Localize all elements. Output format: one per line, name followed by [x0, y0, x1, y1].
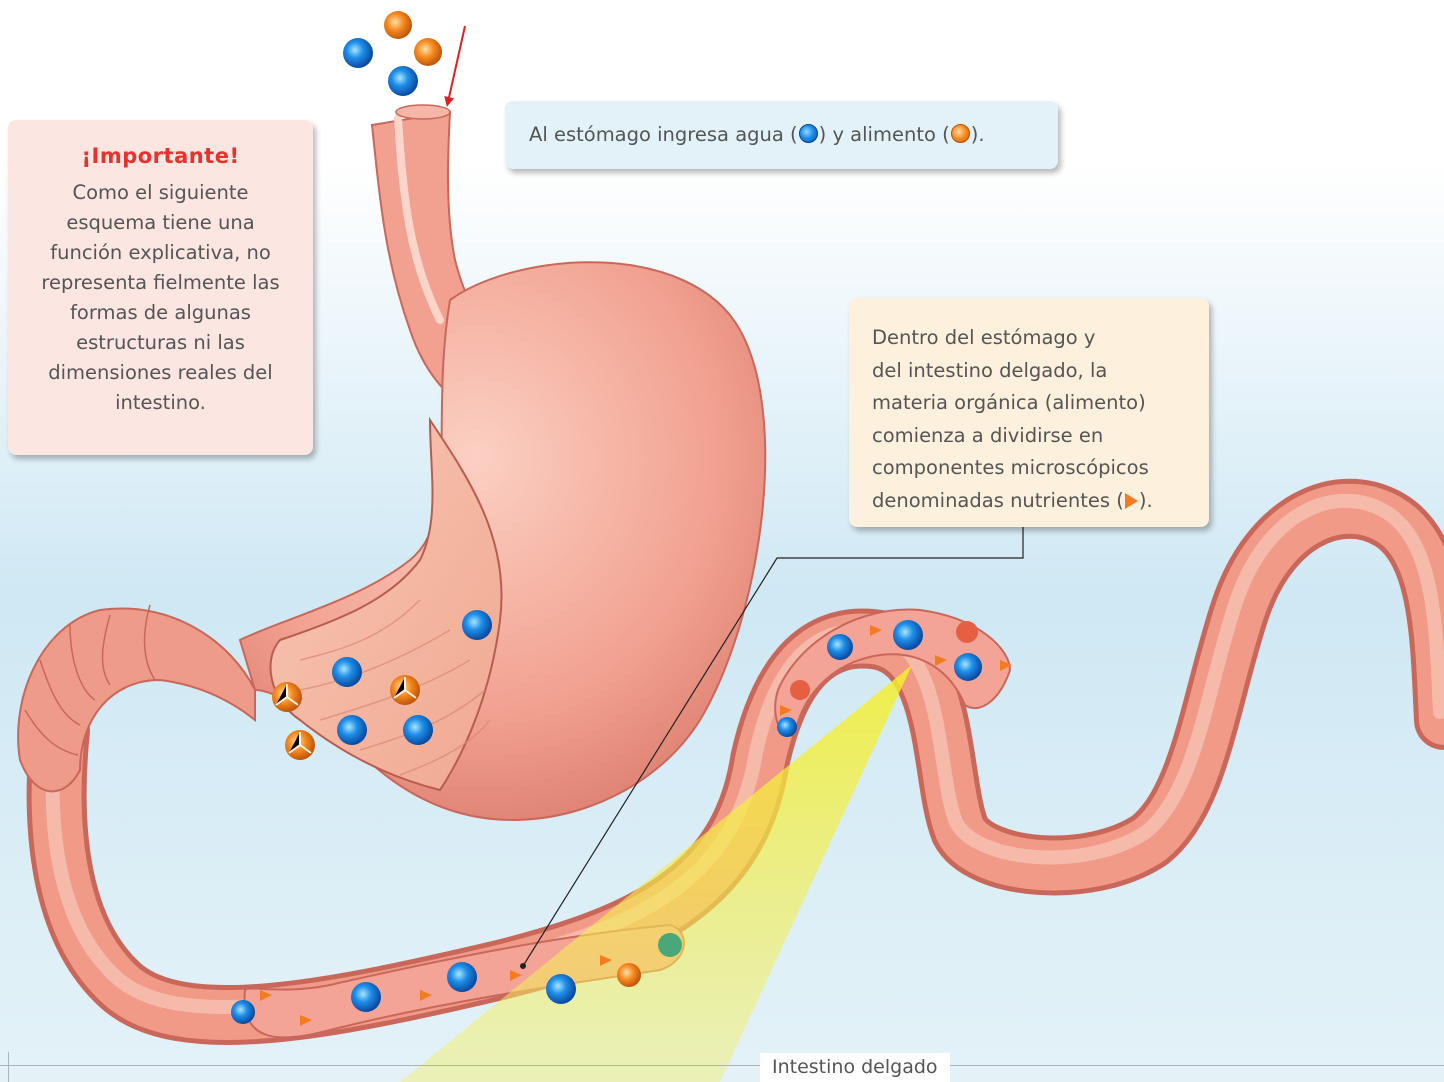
important-note: ¡Importante! Como el siguiente esquema t…	[8, 120, 313, 455]
important-title: ¡Importante!	[8, 144, 313, 168]
nutrients-line: materia orgánica (alimento)	[872, 387, 1153, 420]
nutrients-callout: Dentro del estómago y del intestino delg…	[849, 298, 1209, 527]
stomach	[240, 262, 765, 820]
nutrients-line: denominadas nutrientes (	[872, 489, 1124, 512]
nutrients-line: componentes microscópicos	[872, 452, 1153, 485]
nutrients-line: del intestino delgado, la	[872, 355, 1153, 388]
nutrients-text: Dentro del estómago y del intestino delg…	[872, 322, 1153, 517]
water-food-text: Al estómago ingresa agua ( ) y alimento (…	[529, 123, 985, 146]
entry-arrow	[448, 26, 465, 102]
intestine-label: Intestino delgado	[760, 1053, 950, 1082]
water-food-text-part1: Al estómago ingresa agua (	[529, 123, 798, 146]
nutrients-line: Dentro del estómago y	[872, 322, 1153, 355]
nutrients-line: comienza a dividirse en	[872, 420, 1153, 453]
water-food-callout: Al estómago ingresa agua ( ) y alimento (…	[505, 101, 1058, 169]
important-text: Como el siguiente esquema tiene una func…	[34, 178, 287, 418]
baseline-tick	[8, 1052, 9, 1082]
water-food-text-part2: ) y alimento (	[819, 123, 950, 146]
nutrients-line-end: ).	[1139, 489, 1153, 512]
incoming-particles	[343, 11, 442, 96]
water-particle-icon	[799, 124, 818, 143]
baseline-divider	[0, 1065, 1444, 1066]
water-food-text-part3: ).	[971, 123, 985, 146]
nutrients-line-last: denominadas nutrientes ().	[872, 485, 1153, 518]
leader-dot	[520, 963, 526, 969]
duodenum	[18, 605, 255, 791]
nutrient-triangle-icon	[1125, 493, 1138, 509]
food-particle-icon	[951, 124, 970, 143]
